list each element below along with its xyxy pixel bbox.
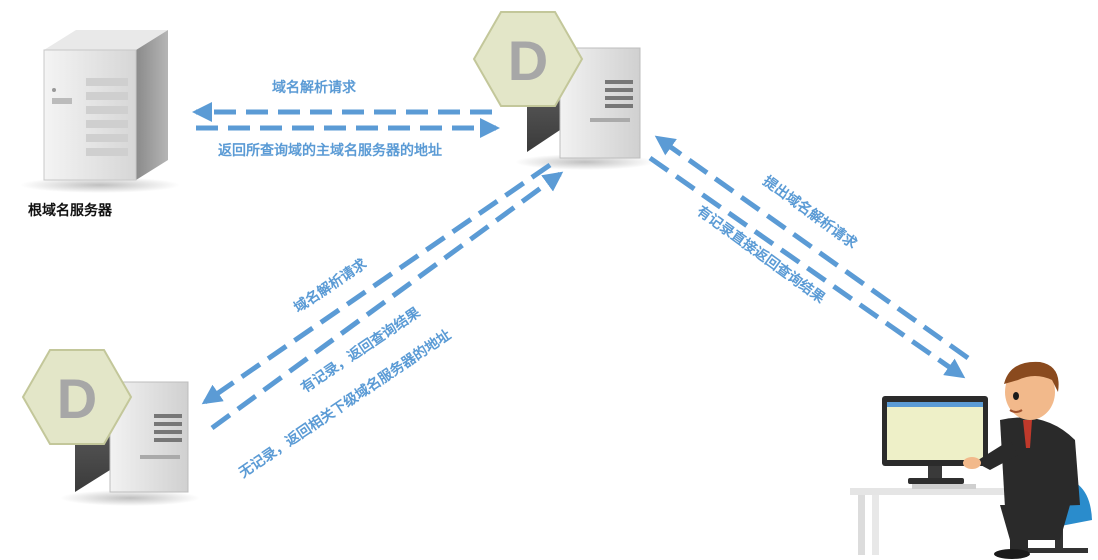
root-server-label: 根域名服务器 — [28, 202, 113, 219]
dns-badge-top: D — [472, 11, 584, 107]
user-computer-illustration — [850, 361, 1092, 559]
left-request-label: 域名解析请求 — [291, 255, 371, 317]
top-response-label: 返回所查询域的主域名服务器的地址 — [218, 142, 442, 159]
arrow-right-response — [648, 155, 966, 379]
arrow-right-request — [654, 135, 970, 361]
arrow-left-response — [210, 171, 564, 431]
root-server-icon — [20, 30, 180, 193]
dns-badge-left-letter: D — [57, 367, 97, 430]
top-request-label: 域名解析请求 — [272, 79, 357, 96]
left-no-record-label: 无记录，返回相关下级域名服务器的地址 — [235, 326, 454, 482]
dns-badge-top-letter: D — [508, 29, 548, 92]
right-request-label: 提出域名解析请求 — [760, 172, 861, 252]
arrow-left-request — [201, 162, 552, 405]
dns-badge-left: D — [21, 349, 133, 445]
